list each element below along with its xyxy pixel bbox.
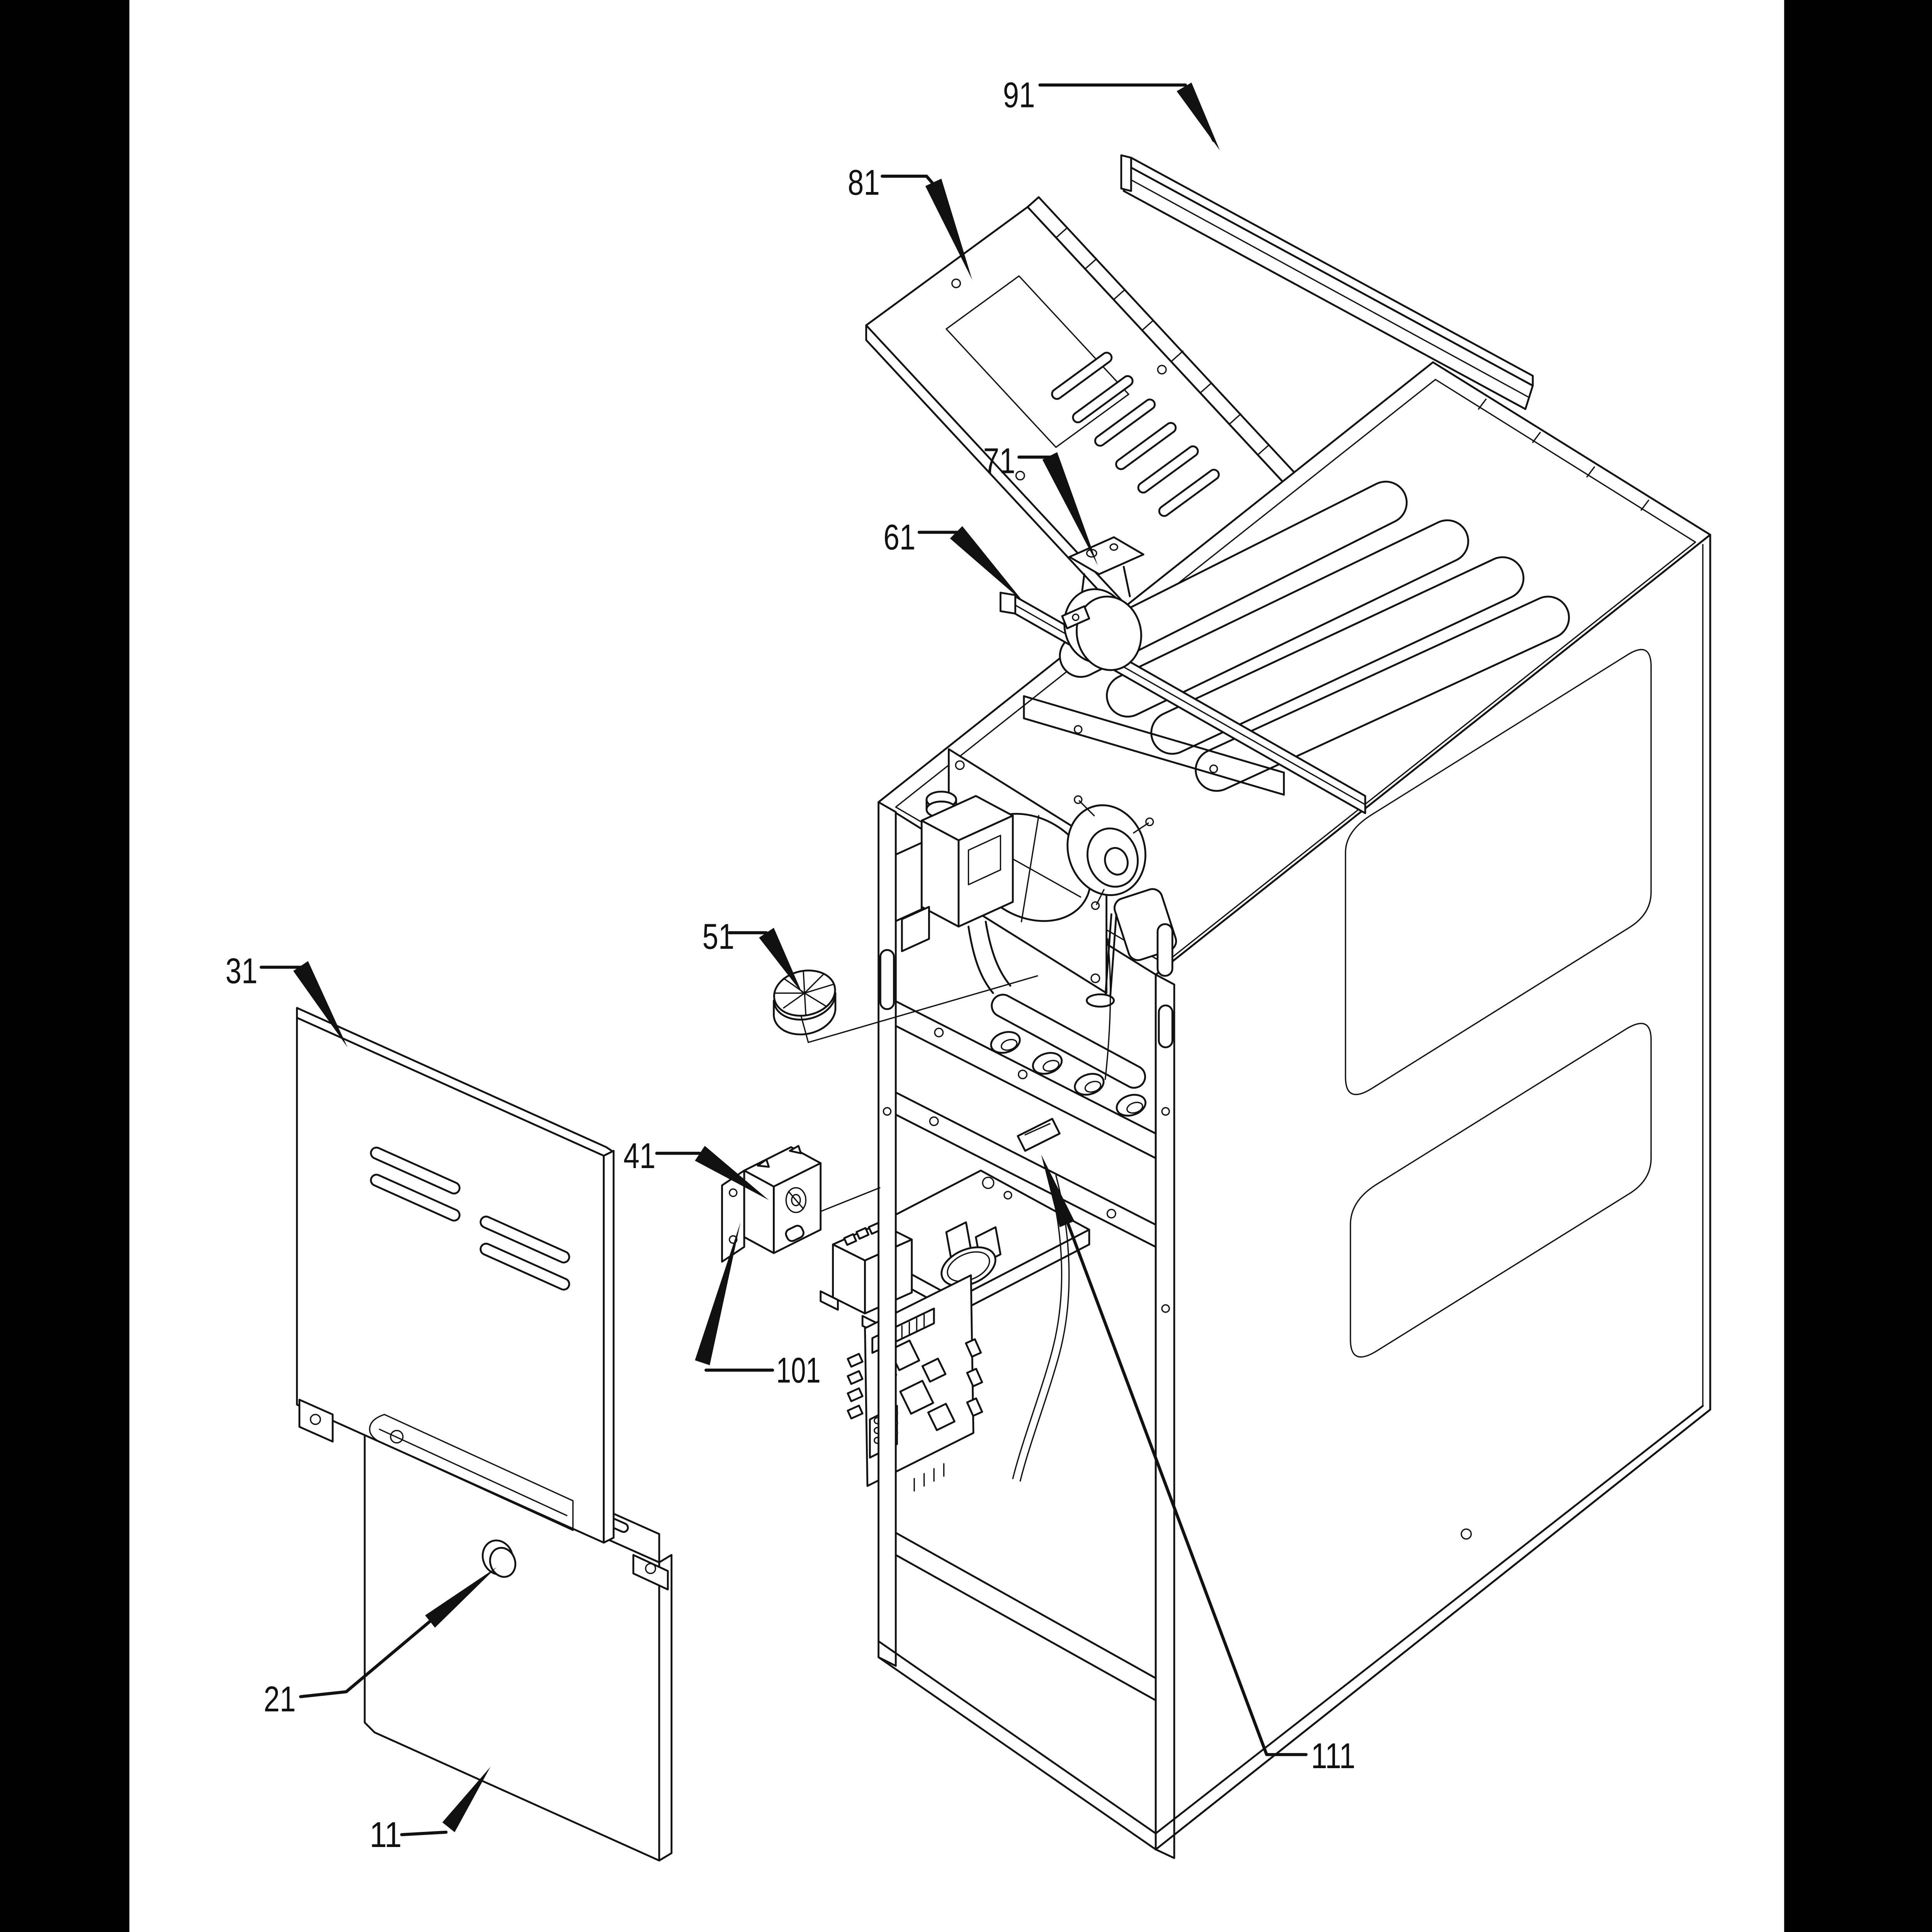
callouts: 91 81 71 61 51 41 31	[226, 75, 1355, 1855]
callout-41-label: 41	[624, 1136, 656, 1176]
column-slot-left	[879, 949, 895, 1010]
callout-41: 41	[624, 1136, 769, 1200]
rating-label-patch	[946, 275, 1129, 448]
rim-tabs	[1478, 398, 1650, 511]
door-knob	[481, 1539, 517, 1578]
callout-91-label: 91	[1003, 75, 1035, 115]
callout-61: 61	[883, 517, 1024, 603]
callout-31-arrow	[293, 961, 348, 1048]
column-slot-right-b	[1158, 1004, 1173, 1048]
callout-71: 71	[983, 440, 1098, 566]
callout-21: 21	[264, 1567, 497, 1719]
wire-harness	[1012, 938, 1111, 1482]
column-slot-right-a	[1156, 923, 1173, 977]
callout-61-arrow	[950, 526, 1024, 603]
side-emboss-lower	[1350, 1023, 1652, 1358]
callout-101-label: 101	[776, 1350, 821, 1390]
door-latch-bracket	[632, 1554, 669, 1590]
callout-91: 91	[1003, 75, 1220, 151]
callout-31-label: 31	[226, 951, 258, 991]
burner-row	[990, 1031, 1146, 1117]
door-handle-recess	[369, 1414, 574, 1531]
grommet-spokes	[774, 970, 834, 1016]
junction-box	[721, 1145, 881, 1263]
callout-51: 51	[702, 916, 802, 993]
cabinet-interior	[820, 481, 1570, 1701]
callout-91-arrow	[1177, 82, 1220, 151]
callout-51-arrow	[759, 928, 802, 993]
limit-switch	[1061, 536, 1145, 671]
capacitor	[940, 1221, 1002, 1287]
callout-41-arrow	[695, 1146, 769, 1200]
callout-21-arrow	[425, 1567, 497, 1628]
callout-111: 111	[1041, 1154, 1355, 1776]
callout-31: 31	[226, 951, 348, 1048]
vestibule-rails	[879, 992, 1159, 1249]
gas-valve	[879, 791, 1014, 952]
callout-21-label: 21	[264, 1679, 296, 1719]
switch-cutout	[785, 1225, 804, 1242]
callout-81-label: 81	[848, 162, 880, 202]
right-margin-band	[1784, 0, 1932, 1932]
door-louvers	[370, 1146, 570, 1291]
callout-81: 81	[848, 162, 972, 280]
valve-coil	[893, 842, 923, 923]
heat-exchanger-tubes	[1059, 481, 1570, 792]
left-margin-band	[0, 0, 129, 1932]
callout-101-arrow	[695, 1222, 741, 1366]
callout-111-label: 111	[1311, 1736, 1355, 1776]
wire-grommet	[773, 969, 1038, 1043]
side-emboss-upper	[1345, 649, 1652, 1095]
callout-61-label: 61	[883, 517, 915, 557]
heat-exchanger-deck-rail	[1023, 695, 1285, 796]
louver-slots	[1051, 352, 1220, 517]
callout-11-label: 11	[370, 1815, 402, 1855]
cabinet-front-frame	[878, 801, 1175, 1859]
callout-11: 11	[370, 1767, 491, 1855]
vent-strip-panel	[1120, 154, 1534, 410]
inducer-blower	[1066, 795, 1177, 1008]
upper-door-panel	[296, 1007, 615, 1544]
knockout-hole	[785, 1187, 807, 1213]
callout-101: 101	[695, 1222, 821, 1390]
callout-81-arrow	[925, 179, 972, 280]
furnace-cabinet	[820, 361, 1711, 1859]
callout-71-label: 71	[983, 440, 1015, 481]
wire-clip-bracket	[1017, 1118, 1061, 1152]
callout-51-label: 51	[702, 916, 735, 956]
callout-11-arrow	[442, 1767, 491, 1832]
callout-111-arrow	[1041, 1154, 1075, 1228]
callout-71-arrow	[1042, 452, 1098, 566]
